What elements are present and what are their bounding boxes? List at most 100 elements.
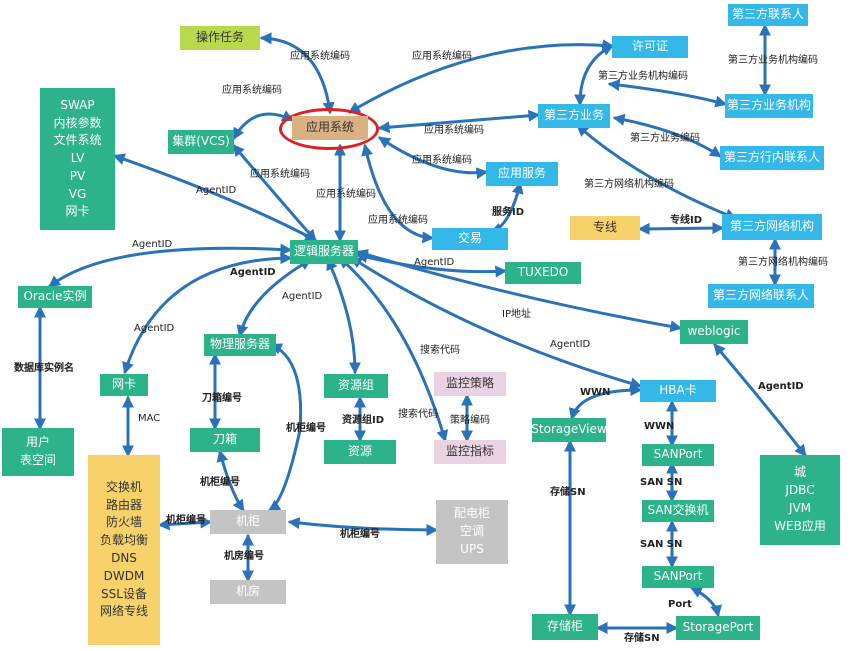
san-port-bottom-node: SANPort [642,566,714,588]
user-tablespace-node: 用户 表空间 [2,428,74,476]
san-switch-node: SAN交换机 [642,500,714,522]
label-blade-code: 刀箱编号 [202,393,242,404]
label-tp-net-org-code-left: 第三方网络机构编码 [584,179,674,190]
label-agent-id-weblogic: AgentID [758,381,804,392]
label-tp-biz-org-code-top: 第三方业务机构编码 [728,55,818,66]
label-resource-group-id: 资源组ID [342,415,385,426]
link-app-trade [361,143,435,244]
label-app-code-logic-b: 应用系统编码 [316,189,376,200]
link-blade-rack [216,449,245,513]
middleware-list: 城 JDBC JVM WEB应用 [760,455,840,545]
tuxedo-node: TUXEDO [505,262,581,284]
label-agent-id-hba: AgentID [550,339,591,350]
os-resources-list: SWAP 内核参数 文件系统 LV PV VG 网卡 [40,88,115,230]
third-party-inner-contact-node: 第三方行内联系人 [720,146,824,170]
third-party-business-org-node: 第三方业务机构 [725,94,813,118]
license-node: 许可证 [612,36,688,58]
app-system-node: 应用系统 [292,116,368,140]
link-ops-app [259,32,335,115]
link-phys-rack [268,343,303,512]
link-vcs-logic [232,144,317,242]
storage-cabinet-node: 存储柜 [532,614,598,640]
label-wwn-top: WWN [580,387,611,398]
label-san-sn-top: SAN SN [640,477,683,488]
san-port-top-node: SANPort [642,444,714,466]
label-storage-sn-left: 存储SN [550,487,586,498]
cluster-vcs-node: 集群(VCS) [168,130,234,154]
os-item-vg: VG [68,186,87,201]
label-agent-id-vcs: AgentID [196,185,237,196]
label-app-code-trade: 应用系统编码 [368,215,428,226]
link-line-tpnetorg [637,222,725,235]
label-mac: MAC [138,413,161,424]
rack-node: 机柜 [210,510,286,534]
label-san-sn-bottom: SAN SN [640,539,683,550]
label-search-code-top: 搜索代码 [420,345,460,356]
user-label: 用户 [25,435,50,450]
label-app-code-tp: 应用系统编码 [424,125,484,136]
label-room-code: 机房编号 [224,551,264,562]
link-logic-resgroup [326,257,361,375]
os-item-swap: SWAP [60,97,95,112]
link-tpbiz-tporg [607,79,728,108]
air-conditioner: 空调 [459,524,484,539]
os-item-nic: 网卡 [65,204,90,219]
link-license-tpbiz [574,44,615,107]
os-item-lv: LV [70,151,85,166]
link-rack-power [287,517,439,536]
label-agent-id-oracle: AgentID [132,239,173,250]
label-port: Port [668,599,692,610]
ups: UPS [460,541,484,556]
device-router: 路由器 [105,497,142,512]
label-line-id: 专线ID [670,215,703,226]
monitor-metric-node: 监控指标 [434,440,506,464]
link-weblogic-middleware [713,343,807,457]
network-devices-list: 交换机 路由器 防火墙 负载均衡 DNS DWDM SSL设备 网络专线 [88,455,160,645]
machine-room-node: 机房 [210,580,286,604]
link-network-rack [157,516,213,531]
label-search-code-bottom: 搜索代码 [398,409,438,420]
link-tpbiz-tpnetorg [576,124,738,221]
power-environment-list: 配电柜 空调 UPS [436,500,508,564]
device-firewall: 防火墙 [105,515,142,530]
link-app-tpbiz [377,109,541,134]
dedicated-line-node: 专线 [570,216,640,240]
storage-port-node: StoragePort [676,616,760,640]
third-party-network-org-node: 第三方网络机构 [722,214,822,240]
label-ip-address: IP地址 [502,309,531,320]
label-app-code-service: 应用系统编码 [412,155,472,166]
label-rack-code-power: 机柜编号 [340,529,380,540]
weblogic-node: weblogic [680,320,748,344]
label-agent-id-phys: AgentID [282,291,323,302]
device-load-balancer: 负载均衡 [99,533,148,548]
link-hba-storageview [568,384,643,421]
label-tp-net-org-code-bottom: 第三方网络机构编码 [738,257,828,268]
oracle-instance-node: Oracle实例 [18,286,92,308]
middleware-web-app: WEB应用 [774,518,826,533]
device-ssl: SSL设备 [101,586,147,601]
label-tp-biz-code: 第三方业务编码 [630,133,700,144]
resource-node: 资源 [324,440,396,464]
blade-box-node: 刀箱 [190,428,260,452]
link-os-logic [112,153,318,242]
middleware-jvm: JVM [788,501,812,515]
third-party-contact-node: 第三方联系人 [728,4,808,26]
label-app-code-license: 应用系统编码 [412,51,472,62]
link-sanport2-storageport [689,586,722,618]
app-service-node: 应用服务 [486,162,558,186]
label-db-instance-name: 数据库实例名 [14,363,74,374]
physical-server-node: 物理服务器 [204,334,276,356]
label-app-code-logic-a: 应用系统编码 [250,169,310,180]
ops-task-node: 操作任务 [180,26,260,50]
middleware-domain: 城 [793,465,806,480]
os-item-kernel-params: 内核参数 [53,115,102,130]
third-party-business-node: 第三方业务 [538,104,610,128]
highlight-ring [279,108,379,150]
label-wwn-bottom: WWN [644,421,675,432]
nic-node: 网卡 [100,374,148,396]
label-agent-id-tuxedo: AgentID [414,257,455,268]
os-item-filesystem: 文件系统 [53,133,102,148]
device-switch: 交换机 [105,479,142,494]
label-rack-code-net: 机柜编号 [166,515,206,526]
label-agent-id-logic: AgentID [230,267,276,278]
